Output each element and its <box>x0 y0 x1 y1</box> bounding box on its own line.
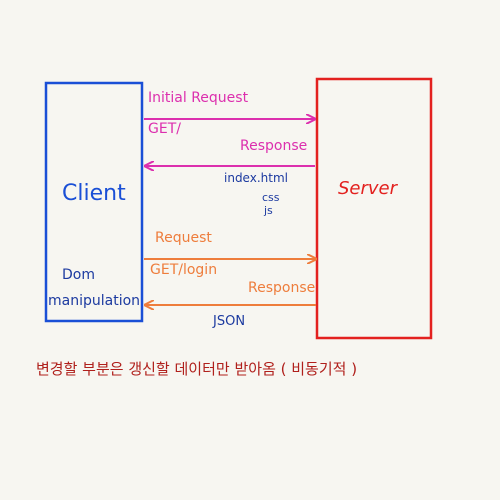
ajax-response-label: Response <box>248 280 316 296</box>
client-box <box>44 81 144 323</box>
client-label: Client <box>62 181 126 206</box>
js-label: js <box>264 204 273 217</box>
ajax-method-label: GET/login <box>150 262 218 278</box>
index-html-label: index.html <box>224 171 288 185</box>
ajax-request-label: Request <box>155 230 212 246</box>
dom-label: Dom <box>62 267 95 283</box>
css-label: css <box>262 191 280 204</box>
initial-request-label: Initial Request <box>148 90 249 106</box>
server-label: Server <box>338 178 398 199</box>
initial-method-label: GET/ <box>148 121 181 137</box>
async-note: 변경할 부분은 갱신할 데이터만 받아옴 ( 비동기적 ) <box>36 360 358 378</box>
json-label: JSON <box>213 314 246 329</box>
server-box <box>315 77 433 340</box>
manipulation-label: manipulation <box>48 293 141 309</box>
initial-response-label: Response <box>240 138 308 154</box>
